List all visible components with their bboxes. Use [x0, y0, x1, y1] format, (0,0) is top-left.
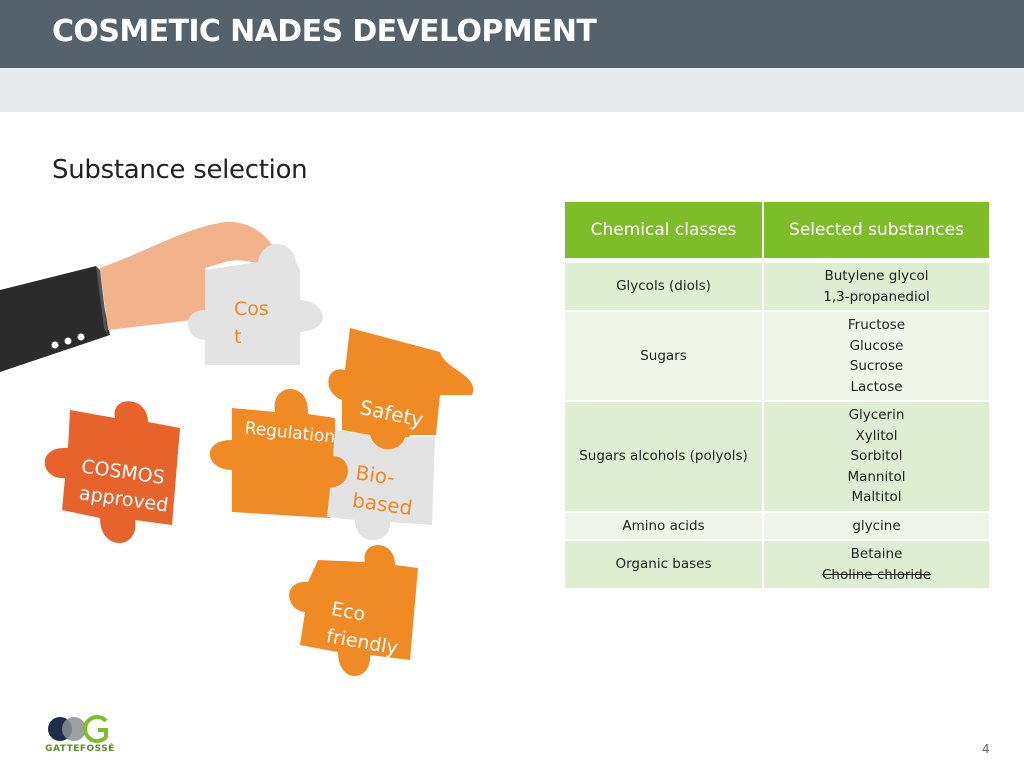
substance-name: Glucose [849, 337, 904, 354]
header-selected-substances: Selected substances [762, 202, 991, 263]
chemical-class-cell: Sugars alcohols (polyols) [563, 400, 764, 513]
chemical-class-cell: Amino acids [563, 510, 764, 541]
eco-friendly-puzzle-piece: Eco friendly [289, 545, 418, 676]
hand-illustration [0, 221, 278, 372]
substance-name: Glycerin [848, 407, 905, 423]
puzzle-illustration: Cos t Safety Regulation Bio- based COSMO… [0, 221, 474, 676]
substances-cell: Fructose Glucose Sucrose Lactose [762, 310, 991, 402]
chemical-class-cell: Organic bases [563, 539, 764, 590]
substance-name: glycine [852, 517, 901, 534]
svg-text:Cos: Cos [234, 298, 269, 320]
substance-name: Butylene glycol [824, 268, 929, 284]
substance-name: Fructose [847, 317, 906, 333]
table-row: Sugars Fructose Glucose Sucrose Lactose [563, 310, 991, 402]
page-title: COSMETIC NADES DEVELOPMENT [52, 14, 597, 49]
substances-cell: glycine [762, 510, 991, 541]
logo-wordmark: GATTEFOSSÉ [45, 744, 115, 754]
substance-table: Chemical classes Selected substances Gly… [563, 202, 991, 590]
svg-text:Bio-: Bio- [354, 460, 396, 489]
section-title: Substance selection [52, 155, 308, 185]
substances-cell: Glycerin Xylitol Sorbitol Mannitol Malti… [762, 400, 991, 513]
chemical-class-cell: Glycols (diols) [563, 259, 764, 312]
regulation-puzzle-piece: Regulation [209, 389, 352, 518]
chemical-class-cell: Sugars [563, 310, 764, 402]
table-row: Glycols (diols) Butylene glycol 1,3-prop… [563, 259, 991, 312]
substance-name: Maltitol [851, 489, 902, 505]
svg-text:t: t [234, 326, 241, 348]
cost-puzzle-piece: Cos t [188, 244, 323, 365]
substance-name-struck: Choline chloride [821, 566, 932, 583]
table-row: Amino acids glycine [563, 510, 991, 541]
substances-cell: Butylene glycol 1,3-propanediol [762, 259, 991, 312]
substance-name: Sucrose [849, 358, 904, 374]
table-header-row: Chemical classes Selected substances [563, 202, 991, 263]
header-chemical-classes: Chemical classes [563, 202, 764, 263]
page-number: 4 [982, 742, 990, 756]
substance-name: Xylitol [855, 427, 898, 444]
substance-name: Betaine [850, 546, 903, 562]
substance-name: Sorbitol [850, 448, 903, 464]
gattefosse-logo-icon [48, 715, 108, 743]
cosmos-puzzle-piece: COSMOS approved [44, 401, 180, 543]
table-row: Sugars alcohols (polyols) Glycerin Xylit… [563, 400, 991, 513]
subtitle-bar [0, 68, 1024, 112]
biobased-puzzle-piece: Bio- based [327, 430, 435, 541]
table-row: Organic bases Betaine Choline chloride [563, 539, 991, 590]
title-bar: COSMETIC NADES DEVELOPMENT [0, 0, 1024, 68]
substance-name: Mannitol [847, 468, 906, 485]
safety-puzzle-piece: Safety [328, 328, 474, 450]
substance-name: 1,3-propanediol [823, 288, 930, 305]
substance-name: Lactose [850, 378, 903, 395]
substances-cell: Betaine Choline chloride [762, 539, 991, 590]
